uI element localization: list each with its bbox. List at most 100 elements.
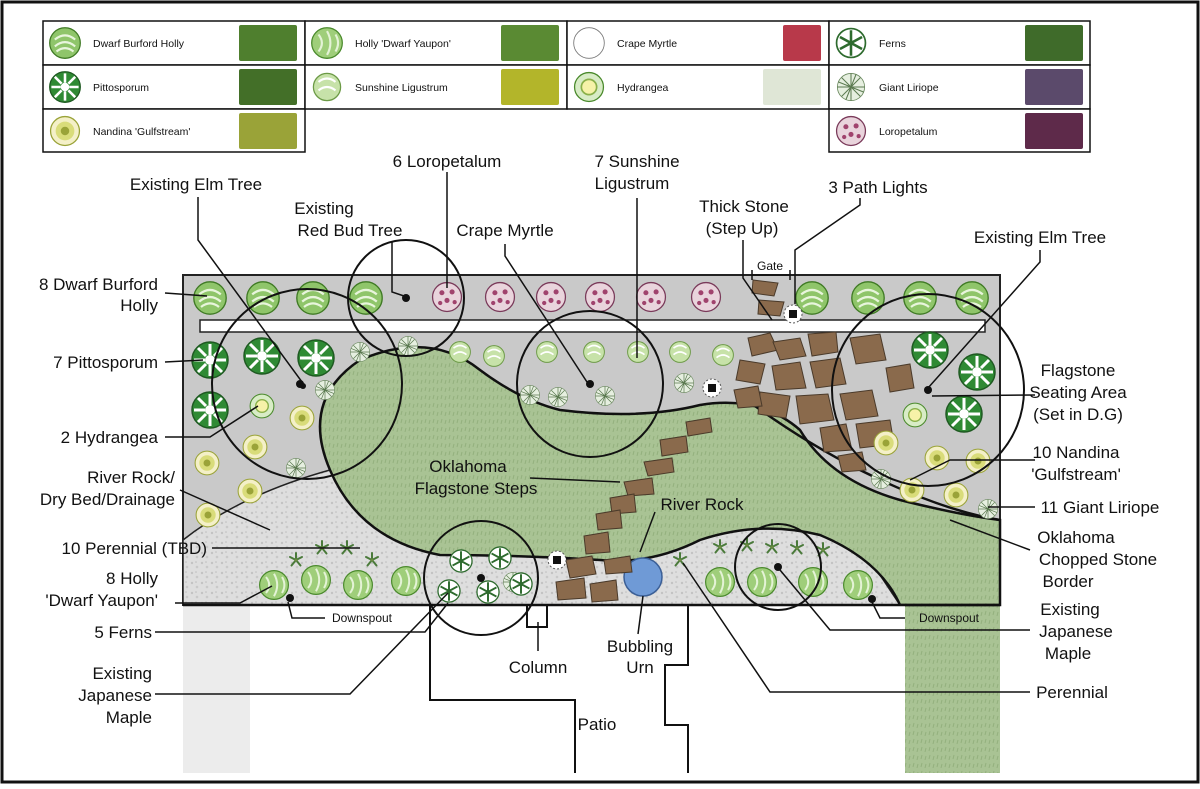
label-japanese-maple-right-2: Japanese [1039, 622, 1113, 641]
label-ligustrum-2: Ligustrum [595, 174, 670, 193]
loropetalum-symbol [690, 281, 722, 313]
yaupon-icon [310, 26, 344, 60]
label-japanese-maple-left-2: Japanese [78, 686, 152, 705]
hydrangea-symbol [249, 393, 275, 419]
label-japanese-maple-right-1: Existing [1040, 600, 1100, 619]
label-ligustrum-1: 7 Sunshine [594, 152, 679, 171]
path-lights [547, 304, 803, 570]
label-red-bud-1: Existing [294, 199, 354, 218]
legend-photo [239, 113, 297, 149]
legend-label: Hydrangea [617, 82, 669, 94]
label-border-1: Oklahoma [1037, 528, 1115, 547]
label-japanese-maple-right-3: Maple [1045, 644, 1091, 663]
nandina-symbol [289, 405, 315, 431]
label-yaupon-1: 8 Holly [106, 569, 158, 588]
holly-dwarf-yaupon-symbol [704, 566, 736, 598]
label-perennial-tbd: 10 Perennial (TBD) [61, 539, 207, 558]
nandina-symbol [873, 430, 899, 456]
holly-dwarf-yaupon-symbol [390, 565, 422, 597]
label-downspout-right: Downspout [919, 611, 980, 625]
dwarf-burford-holly-symbol [295, 280, 331, 316]
side-walkway [183, 605, 250, 773]
sunshine-ligustrum-symbol [482, 344, 506, 368]
label-nandina-1: 10 Nandina [1033, 443, 1121, 462]
legend-label: Crape Myrtle [617, 38, 677, 50]
dwarf-burford-holly-symbol [245, 280, 281, 316]
label-dwarf-burford-holly: 8 Dwarf Burford [39, 275, 158, 294]
holly-icon [48, 26, 82, 60]
elm-tree-right-canopy [831, 293, 1025, 487]
loropetalum-symbol [484, 281, 516, 313]
loropetalum-symbol [535, 281, 567, 313]
label-red-bud-2: Red Bud Tree [298, 221, 403, 240]
label-patio: Patio [578, 715, 617, 734]
patio-area [250, 605, 905, 773]
label-elm-tree-right: Existing Elm Tree [974, 228, 1106, 247]
legend-label: Dwarf Burford Holly [93, 38, 185, 50]
holly-dwarf-yaupon-symbol [342, 569, 374, 601]
label-pittosporum: 7 Pittosporum [53, 353, 158, 372]
label-japanese-maple-left-3: Maple [106, 708, 152, 727]
holly-dwarf-yaupon-symbol [300, 564, 332, 596]
legend-photo [239, 25, 297, 61]
giant-liriope-symbol [595, 386, 615, 406]
label-thick-stone-2: (Step Up) [706, 219, 779, 238]
label-perennial: Perennial [1036, 683, 1108, 702]
label-gate: Gate [757, 259, 783, 273]
label-river-rock-1: River Rock/ [87, 468, 175, 487]
pittosporum-symbol [190, 390, 230, 430]
sunshine-ligustrum-symbol [626, 340, 650, 364]
elm-tree-left-canopy [211, 288, 403, 480]
holly-dwarf-yaupon-symbol [258, 569, 290, 601]
legend-label: Loropetalum [879, 126, 938, 138]
pittosporum-symbol [910, 330, 950, 370]
nandina-symbol [242, 434, 268, 460]
label-dwarf-burford-holly-2: Holly [120, 296, 158, 315]
fern-symbol [436, 578, 462, 604]
pittosporum-symbol [944, 394, 984, 434]
holly-dwarf-yaupon-symbol [746, 566, 778, 598]
giant-liriope-symbol [520, 385, 540, 405]
label-border-2: Chopped Stone [1039, 550, 1157, 569]
fern-symbol [508, 571, 534, 597]
pittosporum-symbol [957, 352, 997, 392]
sunshine-ligustrum-symbol [448, 340, 472, 364]
ligustrum-icon [312, 72, 342, 102]
legend-label: Pittosporum [93, 82, 149, 94]
legend-label: Ferns [879, 38, 906, 50]
giant-liriope-symbol [871, 469, 891, 489]
legend-photo [1025, 25, 1083, 61]
label-nandina-2: 'Gulfstream' [1031, 465, 1121, 484]
fern-symbol [475, 579, 501, 605]
hydrangea-symbol [902, 402, 928, 428]
label-hydrangea: 2 Hydrangea [61, 428, 159, 447]
sunshine-ligustrum-symbol [711, 343, 735, 367]
giant-liriope-symbol [315, 380, 335, 400]
nandina-symbol [237, 478, 263, 504]
sunshine-ligustrum-symbol [535, 340, 559, 364]
legend-photo [763, 69, 821, 105]
legend-photo [1025, 113, 1083, 149]
label-steps-1: Oklahoma [429, 457, 507, 476]
loropetalum-symbol [635, 281, 667, 313]
label-loropetalum: 6 Loropetalum [393, 152, 502, 171]
liriope-icon [836, 72, 866, 102]
giant-liriope-symbol [978, 499, 998, 519]
loropetalum-icon [835, 115, 867, 147]
fern-symbol [448, 548, 474, 574]
label-giant-liriope: 11 Giant Liriope [1041, 498, 1160, 517]
label-path-lights: 3 Path Lights [828, 178, 927, 197]
sunshine-ligustrum-symbol [582, 340, 606, 364]
callout-labels: 8 Dwarf Burford Holly 7 Pittosporum 2 Hy… [39, 152, 1159, 734]
label-thick-stone-1: Thick Stone [699, 197, 789, 216]
flagstones [555, 279, 915, 603]
label-border-3: Border [1042, 572, 1093, 591]
pittosporum-symbol [296, 338, 336, 378]
nandina-symbol [899, 477, 925, 503]
crape-myrtle-canopy [516, 310, 664, 458]
pittosporum-icon [48, 70, 82, 104]
giant-liriope-symbol [674, 373, 694, 393]
